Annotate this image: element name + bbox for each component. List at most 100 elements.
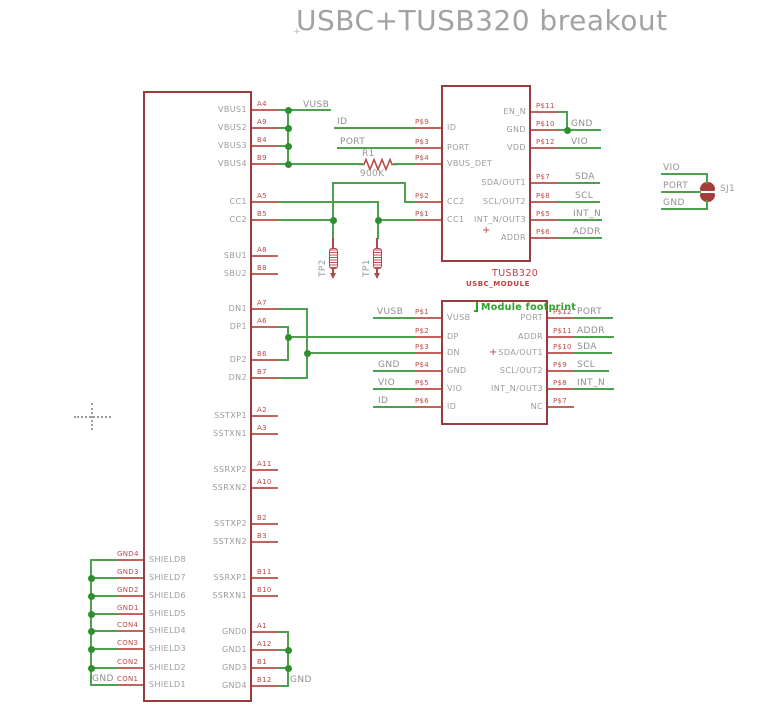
wire[interactable] — [277, 109, 331, 111]
wire[interactable] — [332, 182, 334, 239]
wire[interactable] — [706, 173, 708, 184]
net-label-gnd[interactable]: GND — [92, 674, 114, 684]
wire[interactable] — [277, 163, 363, 165]
tusb320-part-name-label[interactable]: USBC_MODULE — [466, 280, 530, 288]
wire[interactable] — [572, 317, 613, 319]
net-label-scl[interactable]: SCL — [575, 191, 594, 201]
usbc-pin-number: B10 — [257, 586, 272, 594]
wire[interactable] — [277, 326, 289, 328]
net-label-vusb[interactable]: VUSB — [377, 307, 404, 317]
schematic-title[interactable]: USBC+TUSB320 breakout — [296, 4, 668, 37]
net-label-vio[interactable]: VIO — [378, 378, 396, 388]
wire[interactable] — [287, 631, 289, 687]
wire[interactable] — [90, 559, 92, 686]
wire[interactable] — [90, 577, 118, 579]
net-label-gnd[interactable]: GND — [290, 675, 312, 685]
net-label-gnd[interactable]: GND — [571, 119, 593, 129]
wire[interactable] — [277, 359, 289, 361]
wire[interactable] — [373, 317, 416, 319]
net-label-id[interactable]: ID — [337, 117, 348, 127]
tusb320-value-label[interactable]: TUSB320 — [492, 268, 539, 279]
net-label-gnd[interactable]: GND — [378, 360, 400, 370]
wire[interactable] — [90, 648, 118, 650]
module-footprint-title[interactable]: Module footprint — [481, 302, 577, 313]
wire[interactable] — [404, 182, 406, 203]
net-label-int-n[interactable]: INT_N — [577, 378, 606, 388]
net-label-int-n[interactable]: INT_N — [573, 209, 602, 219]
wire[interactable] — [306, 308, 308, 379]
tusb320-symbol[interactable] — [441, 85, 531, 262]
wire[interactable] — [277, 667, 289, 669]
wire[interactable] — [556, 129, 601, 131]
wire[interactable] — [556, 219, 602, 221]
net-label-port[interactable]: PORT — [577, 307, 603, 317]
wire[interactable] — [373, 388, 416, 390]
wire[interactable] — [373, 406, 416, 408]
wire[interactable] — [337, 147, 416, 149]
wire[interactable] — [566, 111, 568, 131]
wire[interactable] — [556, 182, 600, 184]
wire[interactable] — [90, 595, 118, 597]
wire[interactable] — [90, 630, 118, 632]
wire[interactable] — [572, 352, 612, 354]
usbc-connector-symbol[interactable] — [143, 91, 252, 702]
wire[interactable] — [306, 352, 416, 354]
wire[interactable] — [334, 127, 416, 129]
wire[interactable] — [277, 685, 289, 687]
sj-ref-label: SJ1 — [720, 184, 735, 194]
net-label-sda[interactable]: SDA — [575, 172, 595, 182]
wire[interactable] — [277, 145, 289, 147]
wire[interactable] — [332, 182, 406, 184]
usbc-pin-ssrxn2 — [252, 487, 278, 489]
tusb320-pin-number: P$9 — [415, 118, 430, 126]
wire[interactable] — [277, 631, 289, 633]
wire[interactable] — [572, 388, 614, 390]
net-label-vio[interactable]: VIO — [663, 163, 681, 173]
wire[interactable] — [277, 308, 308, 310]
wire[interactable] — [377, 219, 416, 221]
wire[interactable] — [556, 147, 601, 149]
usbc-pin-name: DN2 — [228, 373, 247, 382]
wire[interactable] — [277, 127, 289, 129]
testpoint-tp2[interactable] — [332, 238, 334, 248]
wire[interactable] — [556, 111, 568, 113]
net-label-gnd[interactable]: GND — [663, 198, 685, 208]
wire[interactable] — [661, 173, 708, 175]
wire[interactable] — [556, 237, 602, 239]
net-label-addr[interactable]: ADDR — [573, 227, 601, 237]
wire[interactable] — [393, 163, 416, 165]
wire[interactable] — [661, 208, 708, 210]
wire[interactable] — [287, 109, 289, 165]
net-label-port[interactable]: PORT — [663, 181, 689, 191]
wire[interactable] — [661, 191, 701, 193]
usbc-pin-name: CC1 — [229, 197, 247, 206]
net-label-vusb[interactable]: VUSB — [303, 100, 330, 110]
net-label-vio[interactable]: VIO — [571, 137, 589, 147]
wire[interactable] — [90, 684, 118, 686]
net-label-scl[interactable]: SCL — [577, 360, 596, 370]
wire[interactable] — [572, 336, 614, 338]
module-pin-gnd — [415, 370, 441, 372]
wire[interactable] — [277, 649, 289, 651]
net-label-addr[interactable]: ADDR — [577, 326, 605, 336]
wire[interactable] — [556, 201, 600, 203]
net-label-sda[interactable]: SDA — [577, 342, 597, 352]
module-footprint-symbol[interactable] — [441, 300, 548, 425]
wire[interactable] — [277, 219, 334, 221]
wire[interactable] — [90, 667, 118, 669]
wire[interactable] — [277, 377, 308, 379]
wire[interactable] — [90, 613, 118, 615]
resistor-value-label: 900K — [360, 169, 385, 179]
testpoint-tp1[interactable] — [376, 238, 378, 248]
wire[interactable] — [90, 559, 118, 561]
wire[interactable] — [572, 370, 609, 372]
wire[interactable] — [706, 200, 708, 210]
net-label-id[interactable]: ID — [378, 396, 389, 406]
wire[interactable] — [404, 201, 416, 203]
wire[interactable] — [287, 336, 416, 338]
net-label-port[interactable]: PORT — [340, 137, 366, 147]
wire[interactable] — [277, 201, 379, 203]
wire[interactable] — [373, 370, 416, 372]
wire[interactable] — [287, 326, 289, 361]
tusb320-pin-number: P$2 — [415, 192, 430, 200]
